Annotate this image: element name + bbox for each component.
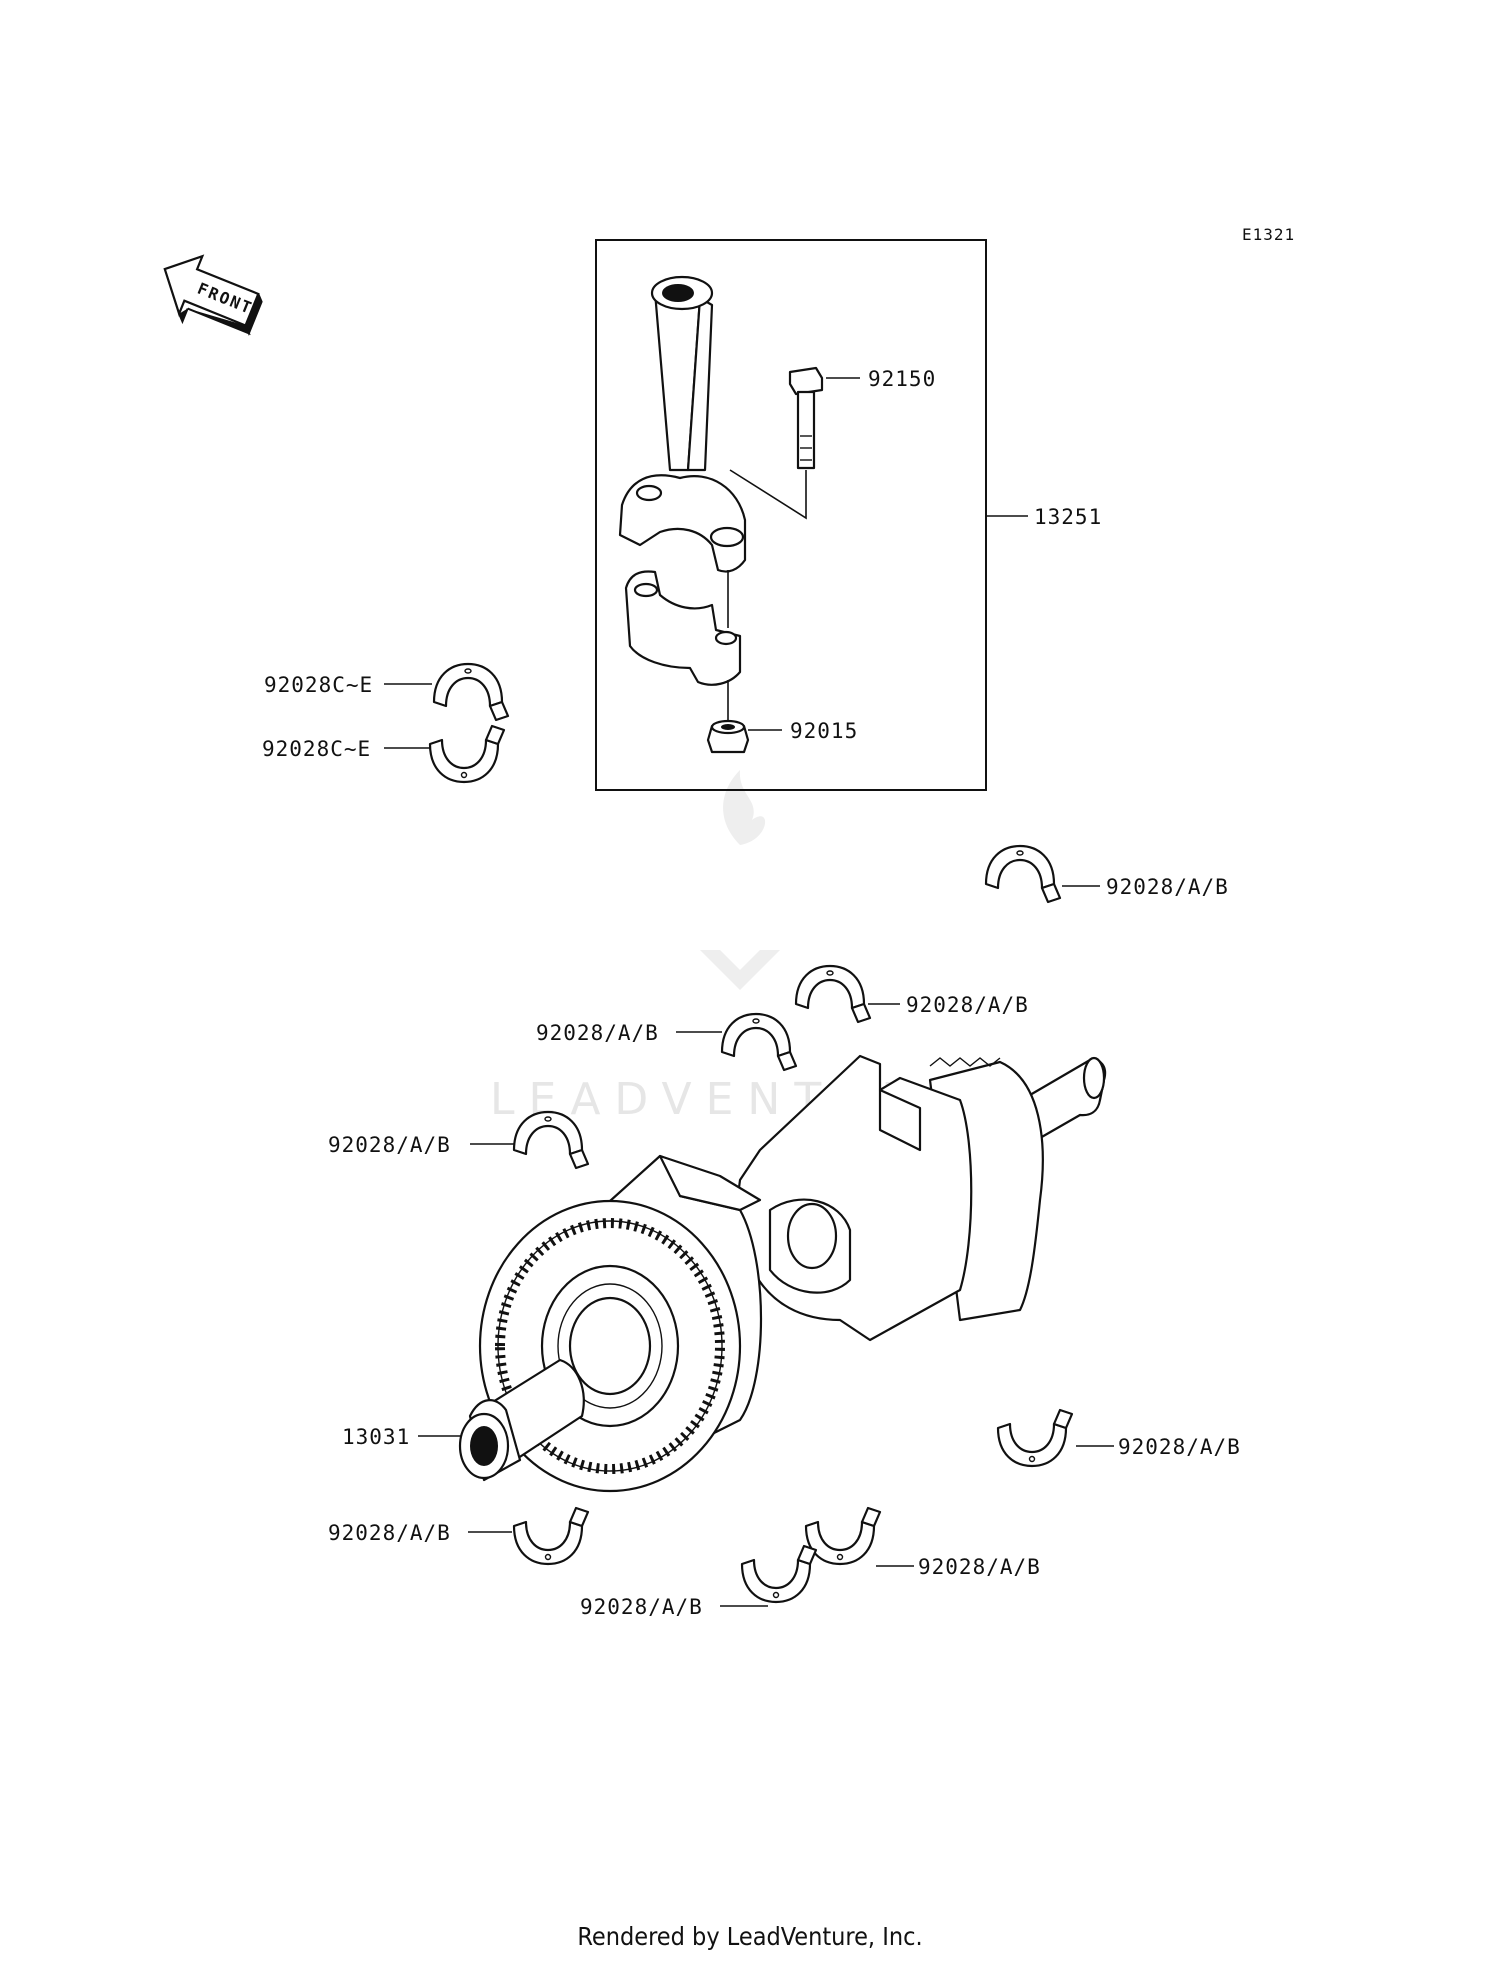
connecting-rod — [618, 275, 747, 686]
conrod-bearing-upper — [432, 662, 510, 722]
conrod-bolt — [788, 366, 824, 470]
watermark: LEADVENTURE — [490, 770, 954, 1125]
conrod-bearing-lower — [428, 724, 506, 784]
callout-main-bearing-8: 92028/A/B — [580, 1595, 703, 1619]
callout-92015: 92015 — [790, 719, 858, 743]
bolt-leader — [729, 469, 807, 520]
diagram-code: E1321 — [1242, 225, 1295, 244]
callout-main-bearing-5: 92028/A/B — [1118, 1435, 1241, 1459]
callout-92150: 92150 — [868, 367, 936, 391]
callout-main-bearing-6: 92028/A/B — [328, 1521, 451, 1545]
footer-credit: Rendered by LeadVenture, Inc. — [577, 1922, 923, 1951]
callout-92028c-e-lower: 92028C~E — [262, 737, 371, 761]
callout-main-bearing-4: 92028/A/B — [328, 1133, 451, 1157]
callout-92028c-e-upper: 92028C~E — [264, 673, 373, 697]
conrod-nut — [706, 719, 750, 754]
callout-main-bearing-7: 92028/A/B — [918, 1555, 1041, 1579]
main-bearing-shell-3 — [720, 1012, 798, 1072]
main-bearing-shell-2 — [794, 964, 872, 1024]
main-bearing-shell-5 — [996, 1408, 1074, 1468]
front-arrow-icon: FRONT — [163, 254, 263, 336]
callout-main-bearing-3: 92028/A/B — [536, 1021, 659, 1045]
callout-main-bearing-1: 92028/A/B — [1106, 875, 1229, 899]
conrod-assembly-box — [595, 239, 987, 791]
main-bearing-shell-6 — [512, 1506, 590, 1566]
callout-13251: 13251 — [1034, 505, 1102, 529]
main-bearing-shell-8 — [740, 1544, 818, 1604]
main-bearing-shell-7 — [804, 1506, 882, 1566]
callout-main-bearing-2: 92028/A/B — [906, 993, 1029, 1017]
leader-lines — [384, 377, 1114, 1607]
main-bearing-shell-1 — [984, 844, 1062, 904]
callout-13031: 13031 — [342, 1425, 410, 1449]
crankshaft — [458, 1054, 1107, 1493]
